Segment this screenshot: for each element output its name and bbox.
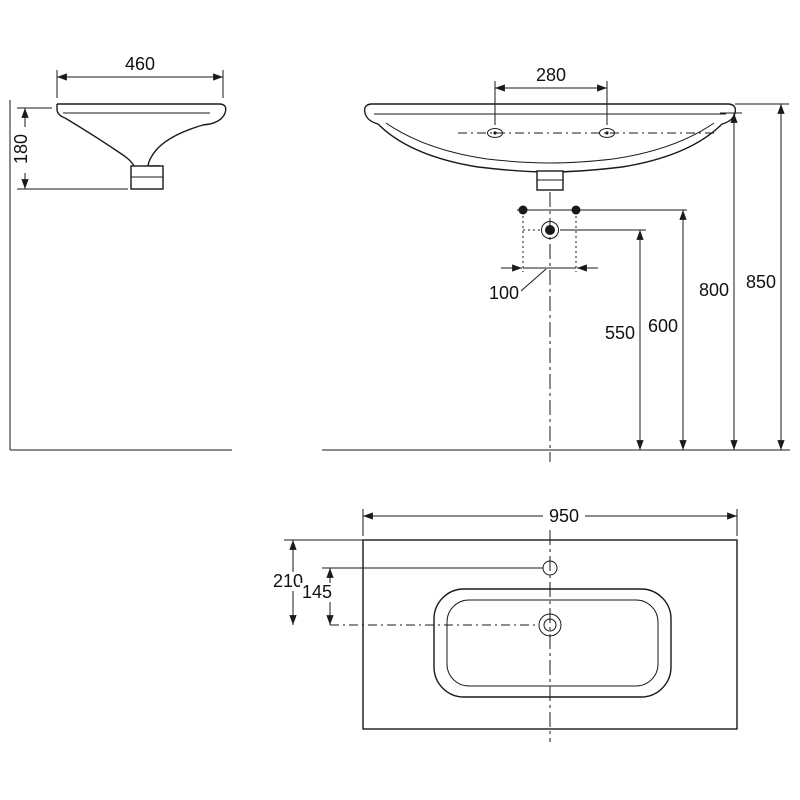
dim-label-bg-950: [543, 507, 585, 526]
basin-cutout-outer: [433, 588, 672, 698]
fixing-bolt-right: [571, 205, 581, 215]
basin-side-rim: [57, 103, 227, 126]
side-view: 460 180: [9, 54, 232, 451]
basin-front-bowl-outer-curve: [377, 123, 723, 173]
dim-label-rim-height: 850: [746, 272, 776, 292]
tap-hole-left: [487, 128, 503, 138]
dim-label-underside-height: 800: [699, 280, 729, 300]
dim-label-side-height: 180: [11, 134, 31, 164]
leader-line-100: [520, 268, 547, 292]
basin-front-bowl-inner-curve: [385, 122, 715, 164]
front-view: 280 100 550 600 800 850: [322, 65, 790, 462]
fixing-bolt-left: [518, 205, 528, 215]
dim-label-tap-spacing: 280: [536, 65, 566, 85]
tap-hole-right-center: [605, 131, 609, 135]
plan-view: 950 210 145: [270, 506, 738, 742]
tap-hole-right: [599, 128, 615, 138]
dim-label-bolt-height: 600: [648, 316, 678, 336]
dim-label-edge-to-drain: 210: [273, 571, 303, 591]
dim-label-tap-to-drain: 145: [302, 582, 332, 602]
dim-label-bg-145: [300, 583, 335, 602]
dim-label-side-width: 460: [125, 54, 155, 74]
basin-side-underside-back: [64, 117, 135, 167]
dim-label-drain-height: 550: [605, 323, 635, 343]
basin-cutout-inner: [446, 599, 659, 687]
tap-hole-left-center: [493, 131, 497, 135]
basin-side-underside-front: [147, 124, 204, 167]
dim-label-bolt-spacing: 100: [489, 283, 519, 303]
basin-side-back-edge: [56, 104, 66, 119]
dim-label-plan-width: 950: [549, 506, 579, 526]
dim-label-bg-180: [12, 127, 31, 173]
dim-label-bg-210: [270, 572, 306, 591]
